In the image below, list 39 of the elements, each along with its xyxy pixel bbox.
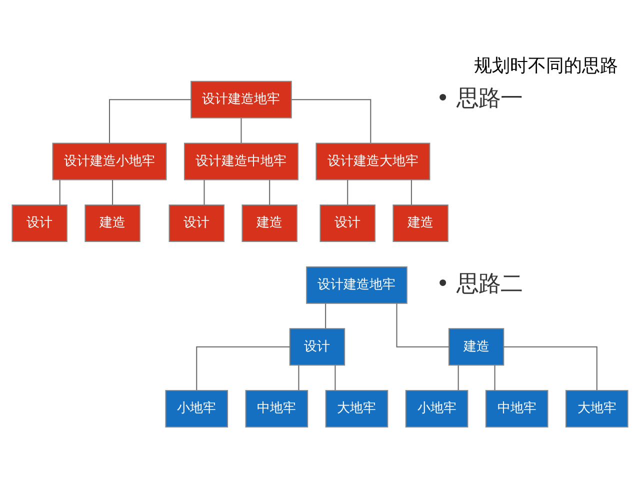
connector (240, 118, 242, 143)
node-box: 建造 (84, 204, 140, 242)
connector (334, 365, 336, 390)
node-box: 设计 (320, 204, 376, 242)
node-box: 中地牢 (485, 390, 548, 428)
node-box: 设计 (168, 204, 224, 242)
connector (347, 180, 348, 205)
connector (458, 365, 459, 390)
node-box: 设计 (12, 204, 68, 242)
node-box: 设计 (289, 328, 346, 366)
node-box: 建造 (392, 204, 448, 242)
connector (112, 180, 114, 205)
connector (410, 180, 412, 205)
connector (396, 304, 449, 348)
node-box: 中地牢 (245, 390, 308, 428)
node-box: 建造 (448, 328, 504, 366)
node-box: 建造 (242, 204, 298, 242)
node-box: 设计建造小地牢 (52, 142, 167, 180)
diagram-title: 规划时不同的思路 (474, 56, 618, 77)
connector (292, 99, 372, 143)
connector (325, 304, 326, 328)
label: • 思路一 (436, 85, 522, 112)
connector (196, 346, 290, 390)
node-box: 设计建造地牢 (190, 80, 292, 118)
connector (108, 99, 192, 143)
node-box: 设计建造大地牢 (316, 142, 430, 180)
label: • 思路二 (436, 270, 522, 297)
node-box: 大地牢 (565, 390, 628, 428)
node-box: 小地牢 (405, 390, 468, 428)
connector (59, 180, 60, 205)
node-box: 设计建造中地牢 (184, 142, 298, 180)
node-box: 大地牢 (325, 390, 388, 428)
node-box: 小地牢 (165, 390, 228, 428)
connector (269, 180, 270, 205)
node-box: 设计建造地牢 (306, 266, 408, 304)
connector (204, 180, 205, 205)
connector (504, 346, 598, 390)
connector (298, 365, 300, 390)
connector (494, 365, 496, 390)
